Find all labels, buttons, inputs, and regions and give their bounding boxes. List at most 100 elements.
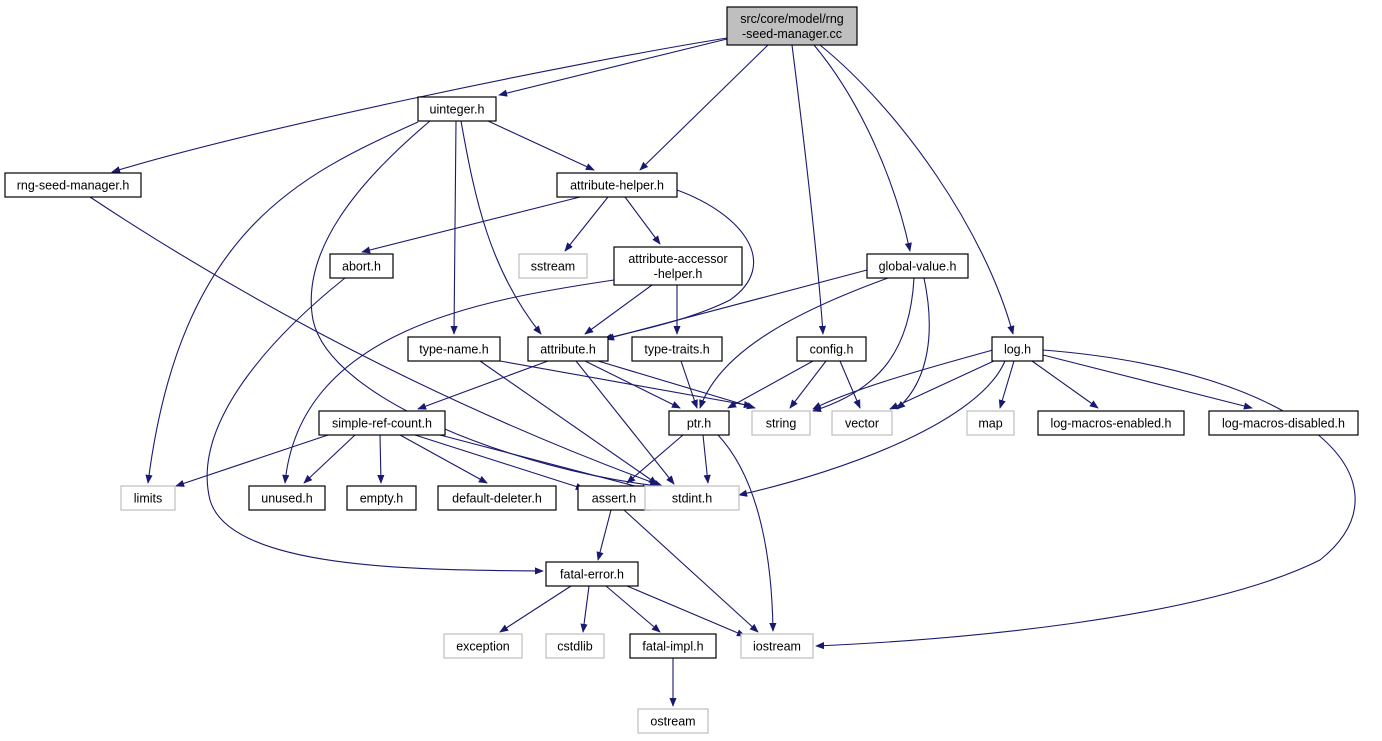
edge-config-to-vector <box>839 360 861 409</box>
node-label: fatal-error.h <box>560 568 624 582</box>
node-attribute-helper[interactable]: attribute-helper.h <box>556 172 678 198</box>
node-box <box>545 561 639 587</box>
node-box <box>796 336 867 362</box>
edge-log-to-string <box>812 349 994 410</box>
edge-attribute-helper-to-abort <box>361 196 581 254</box>
node-rng-seed-manager[interactable]: rng-seed-manager.h <box>4 172 142 198</box>
node-label: global-value.h <box>879 260 957 274</box>
node-fatal-error[interactable]: fatal-error.h <box>545 561 639 587</box>
node-label: log-macros-enabled.h <box>1051 417 1172 431</box>
node-label: abort.h <box>342 260 381 274</box>
edge-attribute-helper-to-sstream <box>564 196 609 252</box>
node-box <box>417 96 497 122</box>
node-ptr[interactable]: ptr.h <box>668 410 730 436</box>
edge-attribute-helper-to-attribute-accessor-helper <box>624 196 661 245</box>
node-stdint: stdint.h <box>644 485 740 511</box>
edge-simple-ref-count-to-stdint <box>439 434 651 492</box>
edge-ptr-to-assert <box>626 434 684 484</box>
node-box <box>613 246 743 286</box>
edge-type-name-to-string <box>499 360 753 409</box>
node-label: iostream <box>753 640 801 654</box>
edge-fatal-error-to-exception <box>499 585 572 633</box>
edge-attribute-accessor-helper-to-attribute <box>584 284 653 335</box>
node-box <box>644 485 740 511</box>
node-box <box>831 410 893 436</box>
edge-simple-ref-count-to-assert <box>414 434 585 490</box>
edge-type-traits-to-ptr <box>680 360 698 409</box>
node-label: ptr.h <box>687 417 711 431</box>
node-attribute[interactable]: attribute.h <box>527 336 609 362</box>
edge-global-value-to-string <box>812 277 915 413</box>
node-box <box>629 633 717 659</box>
node-label: limits <box>134 492 162 506</box>
node-box <box>631 336 723 362</box>
node-box <box>346 485 417 511</box>
edge-root-to-config <box>791 44 827 335</box>
node-box <box>329 253 394 279</box>
node-box <box>248 485 326 511</box>
node-log-macros-disabled[interactable]: log-macros-disabled.h <box>1208 410 1359 436</box>
node-log-macros-enabled[interactable]: log-macros-enabled.h <box>1037 410 1185 436</box>
node-box <box>318 410 446 436</box>
edge-abort-to-fatal-error <box>206 277 544 575</box>
node-label: sstream <box>531 260 575 274</box>
node-limits: limits <box>120 485 176 511</box>
node-assert[interactable]: assert.h <box>577 485 651 511</box>
edge-uinteger-to-limits <box>145 121 419 484</box>
node-label: default-deleter.h <box>452 492 542 506</box>
edge-log-to-vector <box>889 359 997 410</box>
node-iostream: iostream <box>740 633 814 659</box>
node-abort[interactable]: abort.h <box>329 253 394 279</box>
node-label: cstdlib <box>557 640 592 654</box>
node-default-deleter[interactable]: default-deleter.h <box>437 485 557 511</box>
node-type-name[interactable]: type-name.h <box>407 336 501 362</box>
node-exception: exception <box>443 633 523 659</box>
node-box <box>518 253 588 279</box>
node-box <box>407 336 501 362</box>
node-box <box>437 485 557 511</box>
node-cstdlib: cstdlib <box>545 633 605 659</box>
edge-attribute-to-simple-ref-count <box>417 360 549 410</box>
node-label: attribute-accessor <box>628 252 727 266</box>
node-box <box>443 633 523 659</box>
node-box <box>726 6 858 46</box>
node-global-value[interactable]: global-value.h <box>866 253 969 279</box>
node-config[interactable]: config.h <box>796 336 867 362</box>
node-label: log.h <box>1004 343 1031 357</box>
node-box <box>668 410 730 436</box>
edge-attribute-to-ptr <box>584 360 681 409</box>
node-label: unused.h <box>261 492 312 506</box>
edge-attribute-accessor-helper-to-unused <box>282 279 615 484</box>
edge-global-value-to-vector <box>896 277 930 410</box>
node-type-traits[interactable]: type-traits.h <box>631 336 723 362</box>
edge-assert-to-iostream <box>623 509 759 633</box>
node-label: attribute.h <box>540 343 596 357</box>
node-fatal-impl[interactable]: fatal-impl.h <box>629 633 717 659</box>
node-unused[interactable]: unused.h <box>248 485 326 511</box>
node-map: map <box>966 410 1015 436</box>
node-label: -helper.h <box>654 267 703 281</box>
node-log[interactable]: log.h <box>991 336 1044 362</box>
edge-log-to-stdint <box>738 360 1006 497</box>
edge-root-to-attribute-helper <box>639 44 769 171</box>
node-uinteger[interactable]: uinteger.h <box>417 96 497 122</box>
edge-ptr-to-stdint <box>702 434 711 484</box>
node-box <box>556 172 678 198</box>
node-empty[interactable]: empty.h <box>346 485 417 511</box>
node-attribute-accessor-helper[interactable]: attribute-accessor-helper.h <box>613 246 743 286</box>
node-label: empty.h <box>360 492 404 506</box>
node-box <box>991 336 1044 362</box>
edge-root-to-uinteger <box>498 38 728 97</box>
edge-log-to-log-macros-disabled <box>1042 354 1253 410</box>
node-simple-ref-count[interactable]: simple-ref-count.h <box>318 410 446 436</box>
node-sstream: sstream <box>518 253 588 279</box>
node-label: map <box>978 417 1002 431</box>
edge-rng-seed-manager-to-stdint <box>89 196 663 487</box>
edge-uinteger-to-stdint <box>310 120 659 489</box>
edge-simple-ref-count-to-default-deleter <box>399 434 488 484</box>
node-box <box>866 253 969 279</box>
edge-type-name-to-stdint <box>479 360 658 485</box>
node-box <box>1208 410 1359 436</box>
node-root: src/core/model/rng-seed-manager.cc <box>726 6 858 46</box>
node-box <box>1037 410 1185 436</box>
